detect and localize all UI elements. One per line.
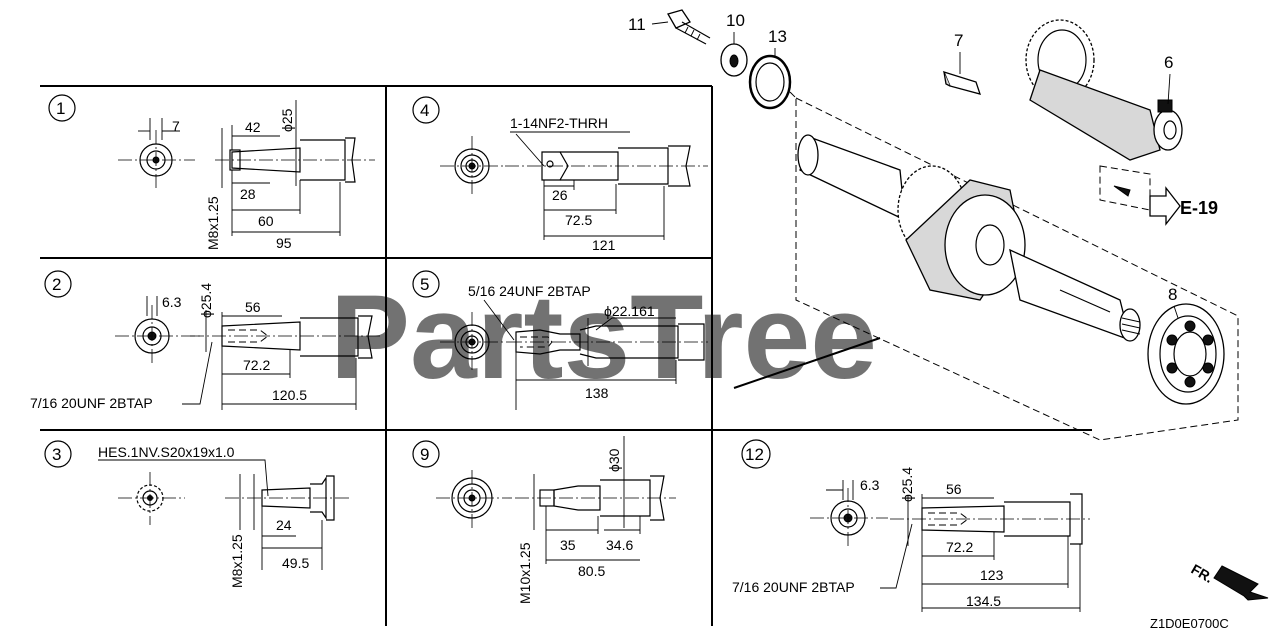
reference-label: E-19 [1180,198,1218,218]
callout-13: 13 [768,27,787,46]
callout-7: 7 [954,31,963,50]
panel-9: 9 ϕ30 M10x1.25 35 34.6 80.5 [412,436,676,604]
callout-6: 6 [1164,53,1173,72]
panel-4: 4 1-14NF2-THRH 26 72.5 121 [412,96,708,253]
tap-label: 7/16 20UNF 2BTAP [30,395,153,411]
panel-5: 5 5/16 24UNF 2BTAP ϕ22.161 138 [412,270,708,410]
dim-121: 121 [592,237,616,253]
callout-10: 10 [726,11,745,30]
key-part [942,70,981,95]
dim-phi25: ϕ25 [279,108,295,132]
panel-number-circle [48,94,76,122]
bolt-part [667,9,711,45]
dim-80-5: 80.5 [578,563,605,579]
dim-6-3: 6.3 [162,294,182,310]
panel-number: 1 [56,99,65,118]
panel-number: 2 [52,275,61,294]
dim-56: 56 [245,299,261,315]
watermark-text: PartsTree [330,270,877,404]
spline-label: HES.1NV.S20x19x1.0 [98,444,235,460]
dim-134-5: 134.5 [966,593,1001,609]
dim-120-5: 120.5 [272,387,307,403]
panel-number-circle [44,440,72,468]
panel-number-circle [412,96,440,124]
panel-number-circle [44,270,72,298]
dim-72-2: 72.2 [946,539,973,555]
dim-phi25-4: ϕ25.4 [198,283,214,318]
washer-part [720,43,748,77]
panel-12: 12 6.3 ϕ25.4 56 72.2 123 134.5 7/16 20UN… [732,439,1090,612]
panel-number: 4 [420,101,429,120]
panel-number: 12 [745,445,764,464]
panel-number-circle [412,270,440,298]
dim-95: 95 [276,235,292,251]
panel-number-circle [412,440,440,468]
ring-part [748,54,792,110]
dim-35: 35 [560,537,576,553]
dim-phi22-161: ϕ22.161 [604,303,655,319]
dim-6-3: 6.3 [860,477,880,493]
dim-7: 7 [172,118,180,134]
dim-72-5: 72.5 [565,212,592,228]
dim-49-5: 49.5 [282,555,309,571]
dim-28: 28 [240,186,256,202]
panel-number: 5 [420,275,429,294]
panel-1: 1 7 42 ϕ25 28 60 95 M8x1.25 [48,94,375,251]
dim-24: 24 [276,517,292,533]
panel-number-circle [741,439,771,469]
dim-56: 56 [946,481,962,497]
dim-42: 42 [245,119,261,135]
watermark: PartsTree TM [330,270,949,404]
thread-m10: M10x1.25 [517,542,533,604]
thread-m8: M8x1.25 [229,534,245,588]
panel-grid [40,85,1092,626]
tap-label: 7/16 20UNF 2BTAP [732,579,855,595]
bearing-part [1147,303,1225,405]
panel-3: 3 HES.1NV.S20x19x1.0 M8x1.25 24 49.5 [44,440,352,588]
direction-label: FR. [1189,561,1217,586]
diagram-code: Z1D0E0700C [1150,616,1229,631]
crankshaft-part [797,134,1141,342]
thread-m8: M8x1.25 [205,196,221,250]
callout-11: 11 [628,15,646,34]
panel-number: 3 [52,445,61,464]
dim-60: 60 [258,213,274,229]
callout-8: 8 [1168,285,1177,304]
tap-label: 5/16 24UNF 2BTAP [468,283,591,299]
dim-138: 138 [585,385,609,401]
front-direction-indicator: FR. [1189,561,1269,601]
panel-number: 9 [420,445,429,464]
dim-123: 123 [980,567,1004,583]
panel-2: 2 6.3 ϕ25.4 56 72.2 120.5 7/16 20UNF 2BT… [30,270,380,411]
dim-72-2: 72.2 [243,357,270,373]
balancer-part [1025,19,1183,161]
exploded-view: 11 10 13 7 6 [628,9,1269,631]
dim-phi30: ϕ30 [606,448,622,472]
dim-phi25-4: ϕ25.4 [899,467,915,502]
dim-34-6: 34.6 [606,537,633,553]
dim-26: 26 [552,187,568,203]
thread-note: 1-14NF2-THRH [510,115,608,131]
